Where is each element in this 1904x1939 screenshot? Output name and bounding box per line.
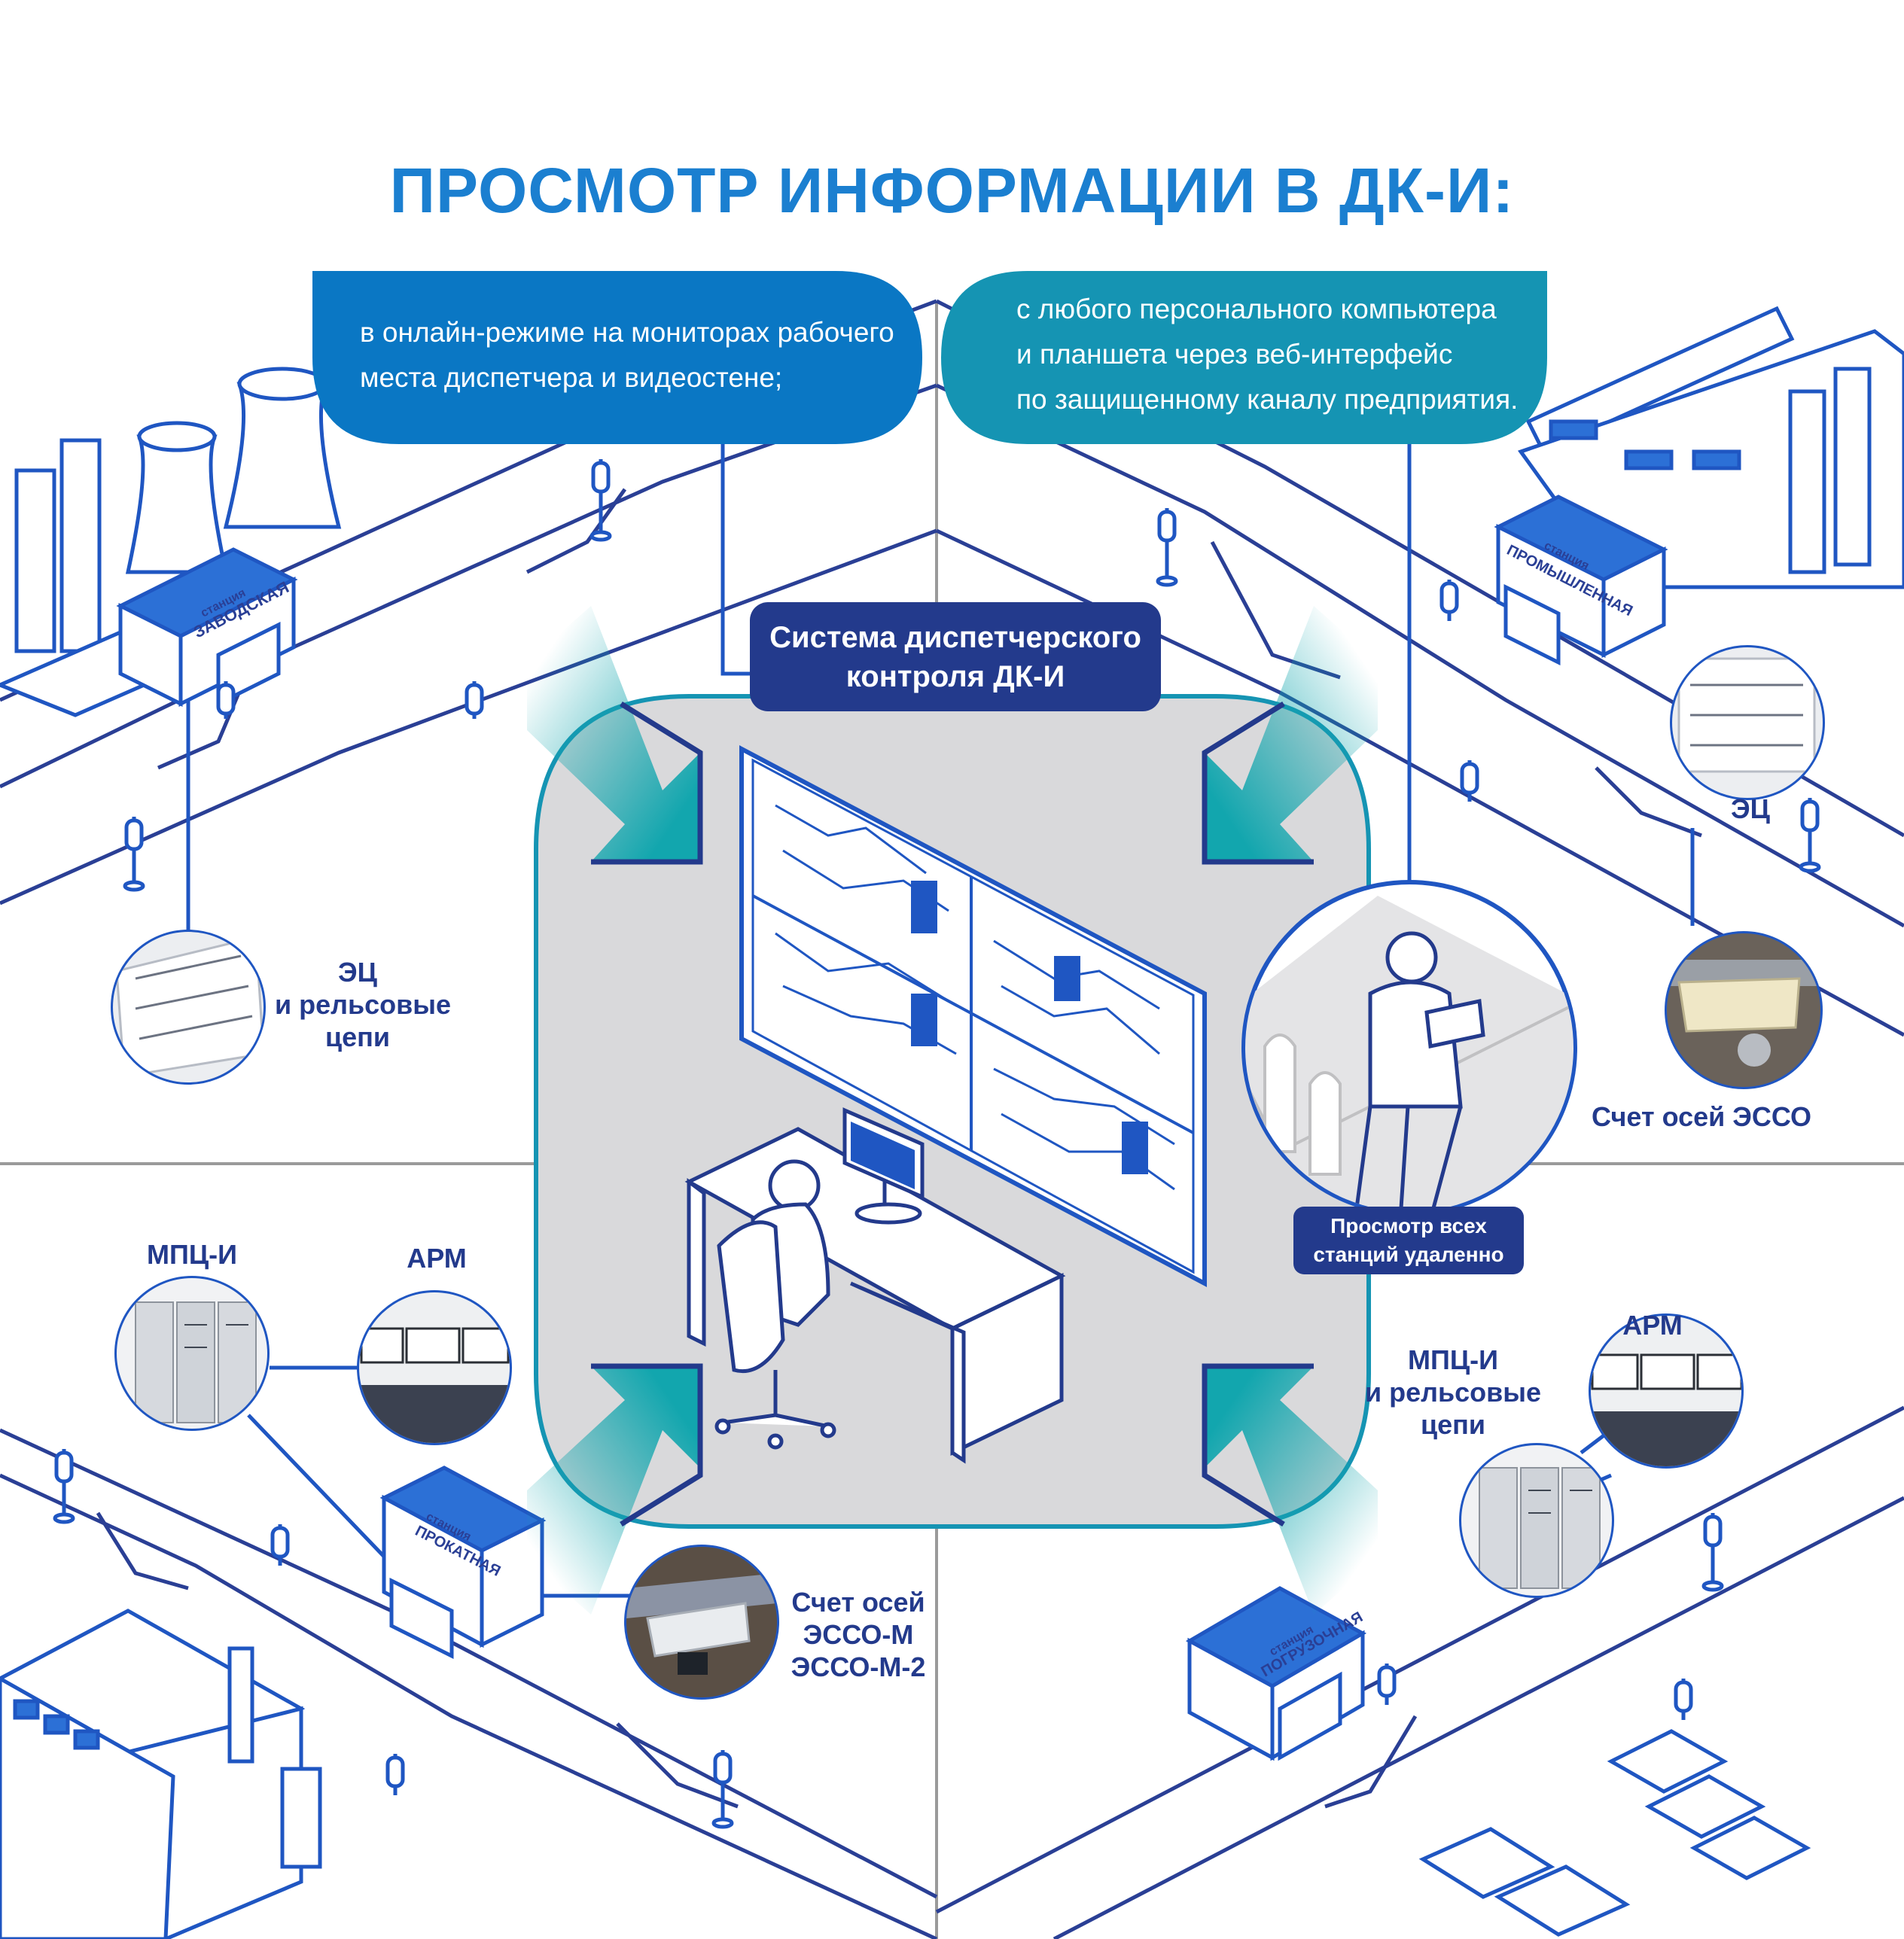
callout-left-line-1: в онлайн-режиме на мониторах рабочего (360, 317, 894, 348)
callout-left-line-2: места диспетчера и видеостене; (360, 362, 783, 393)
trucks-bottom-right (1418, 1729, 1811, 1937)
label-mpc-rail-line-1: МПЦ-И (1407, 1344, 1499, 1375)
dispatcher-desk (684, 1107, 1066, 1464)
arrow-bottom-right (1202, 1363, 1378, 1615)
equipment-circle-ec-left (111, 930, 266, 1085)
arrow-top-left (527, 606, 703, 865)
video-wall (739, 745, 1207, 1287)
label-ec-rail-line-1: ЭЦ (338, 957, 377, 988)
factory-top-right (1517, 306, 1904, 589)
station-zavodskaya: станция ЗАВОДСКАЯ (116, 547, 298, 708)
station-pogruzochnaya: станция ПОГРУЗОЧНАЯ (1185, 1586, 1367, 1761)
equipment-circle-esso-m (624, 1545, 779, 1700)
label-ec: ЭЦ (1731, 793, 1770, 824)
callout-right-line-1: с любого персонального компьютера (1016, 294, 1497, 324)
label-esso-m: Счет осей ЭССО-М ЭССО-М-2 (783, 1586, 934, 1683)
system-label-line-2: контроля ДК-И (845, 659, 1065, 693)
equipment-circle-mpc-right (1459, 1443, 1614, 1598)
label-mpc-rail-line-3: цепи (1420, 1409, 1486, 1440)
equipment-circle-ec-right (1670, 645, 1825, 800)
arrow-bottom-left (527, 1363, 703, 1615)
label-esso-m-line-3: ЭССО-М-2 (791, 1651, 926, 1682)
system-label-box (750, 602, 1161, 711)
label-mpc-rail-line-2: и рельсовые (1364, 1377, 1542, 1408)
remote-label-line-1: Просмотр всех (1330, 1214, 1487, 1237)
factory-bottom-left (0, 1609, 322, 1939)
station-prokatnaya: станция ПРОКАТНАЯ (379, 1466, 547, 1660)
label-esso-m-line-1: Счет осей (791, 1587, 925, 1618)
system-label-line-1: Система диспетчерского (769, 620, 1141, 654)
equipment-circle-esso (1665, 931, 1823, 1089)
callout-right-text: с любого персонального компьютера и план… (1016, 287, 1518, 422)
label-ec-rail: ЭЦ и рельсовые цепи (275, 956, 452, 1053)
callout-left (312, 271, 922, 444)
equipment-circle-mpc-left (114, 1276, 270, 1431)
railway-signals (53, 459, 1821, 1829)
page-title: ПРОСМОТР ИНФОРМАЦИИ В ДК-И: (389, 155, 1515, 226)
remote-worker-circle (1241, 880, 1577, 1216)
label-arm-left: АРМ (407, 1243, 467, 1274)
callout-left-text: в онлайн-режиме на мониторах рабочего ме… (360, 310, 894, 400)
arrow-top-right (1202, 606, 1378, 865)
label-mpc: МПЦ-И (146, 1239, 238, 1270)
callout-right-line-2: и планшета через веб-интерфейс (1016, 339, 1453, 370)
system-label: Система диспетчерского контроля ДК-И (750, 602, 1161, 711)
remote-label-line-2: станций удаленно (1313, 1243, 1504, 1266)
label-esso-m-line-2: ЭССО-М (803, 1619, 914, 1650)
equipment-circle-arm-left (357, 1290, 512, 1445)
label-esso: Счет осей ЭССО (1591, 1101, 1811, 1132)
station-promyshlennaya: станция ПРОМЫШЛЕННАЯ (1494, 495, 1668, 666)
remote-view-label: Просмотр всех станций удаленно (1293, 1207, 1524, 1274)
callout-right-line-3: по защищенному каналу предприятия. (1016, 384, 1519, 415)
label-ec-rail-line-3: цепи (324, 1021, 391, 1052)
label-mpc-rail: МПЦ-И и рельсовые цепи (1363, 1344, 1543, 1441)
callout-right (941, 271, 1547, 444)
label-arm-right: АРМ (1622, 1310, 1683, 1341)
label-ec-rail-line-2: и рельсовые (275, 989, 452, 1020)
remote-label-box (1293, 1207, 1524, 1274)
